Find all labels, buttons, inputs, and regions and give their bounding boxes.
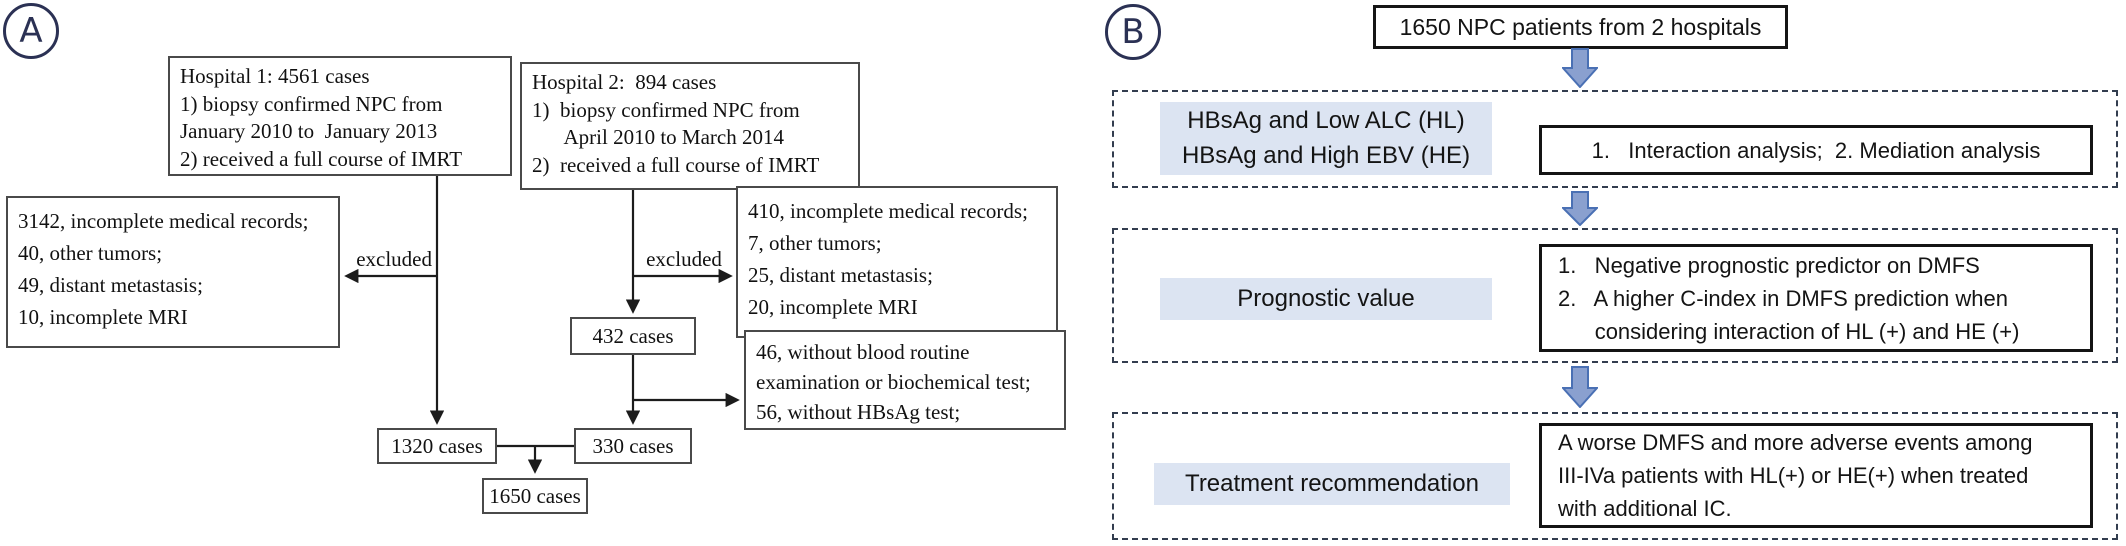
cases-1650-box: 1650 cases: [482, 478, 588, 514]
panel-a: A Hospital 1: 4561 cases 1) biopsy confi…: [3, 3, 1066, 514]
hospital-1-box: Hospital 1: 4561 cases 1) biopsy confirm…: [168, 56, 512, 176]
panel-b: B 1650 NPC patients from 2 hospitals HBs…: [1080, 0, 2126, 546]
excluded-label-left: excluded: [356, 247, 432, 271]
down-arrow-icon: [1562, 48, 1598, 88]
down-arrow-icon: [1562, 366, 1598, 408]
excluded-label-right: excluded: [646, 247, 722, 271]
analysis-dashed-section: [1112, 90, 2118, 188]
prognostic-dashed-section: [1112, 228, 2118, 363]
cases-330-box: 330 cases: [574, 428, 692, 464]
panel-a-label-circle: A: [3, 3, 59, 59]
excluded-left-box: 3142, incomplete medical records; 40, ot…: [6, 196, 340, 348]
panel-b-label-circle: B: [1105, 4, 1161, 60]
excluded-right-box: 410, incomplete medical records; 7, othe…: [736, 186, 1058, 338]
interaction-mediation-box: 1. Interaction analysis; 2. Mediation an…: [1539, 125, 2093, 175]
prognostic-value-box: Prognostic value: [1160, 278, 1492, 320]
hbsag-category-box: HBsAg and Low ALC (HL) HBsAg and High EB…: [1160, 102, 1492, 175]
treatment-dashed-section: [1112, 412, 2118, 540]
cases-432-box: 432 cases: [570, 317, 696, 355]
treatment-result-box: A worse DMFS and more adverse events amo…: [1539, 423, 2093, 528]
npc-patients-top-box: 1650 NPC patients from 2 hospitals: [1373, 5, 1788, 49]
prognostic-result-box: 1. Negative prognostic predictor on DMFS…: [1539, 244, 2093, 352]
no-blood-test-box: 46, without blood routine examination or…: [744, 330, 1066, 430]
down-arrow-icon: [1562, 191, 1598, 226]
cases-1320-box: 1320 cases: [377, 428, 497, 464]
treatment-recommendation-box: Treatment recommendation: [1154, 463, 1510, 505]
hospital-2-box: Hospital 2: 894 cases 1) biopsy confirme…: [520, 62, 860, 190]
